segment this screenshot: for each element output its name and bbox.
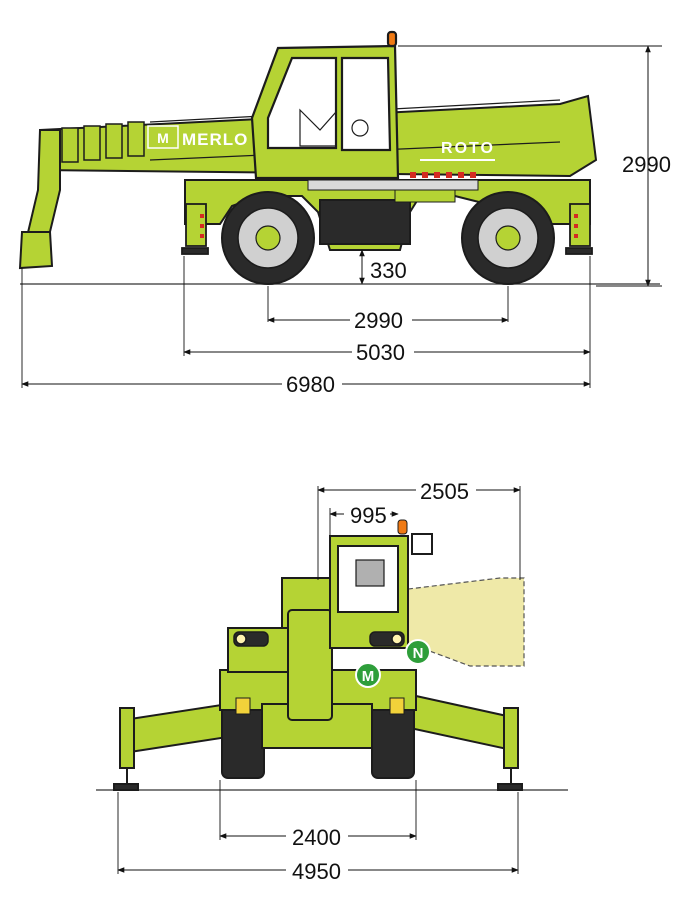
svg-text:M: M [362, 668, 375, 685]
label-bg [350, 308, 412, 330]
height-dimension [398, 45, 662, 287]
svg-text:N: N [413, 645, 424, 662]
clearance-value: 330 [370, 258, 407, 283]
model-label: ROTO [441, 140, 495, 157]
outriggers [181, 203, 593, 255]
label-bg [352, 340, 414, 362]
beacon-icon [386, 30, 398, 48]
headlights [233, 631, 405, 647]
extension-lines [21, 256, 591, 388]
front-wheel [461, 191, 555, 285]
label-bg [282, 372, 342, 394]
height-value: 2990 [622, 152, 671, 177]
ghost-boom [399, 577, 525, 667]
label-bg [286, 858, 348, 882]
label-bg [344, 502, 390, 526]
badge-n: N [405, 639, 431, 665]
right-offset-value: 2505 [420, 479, 469, 504]
stabilizer-length-value: 5030 [356, 340, 405, 365]
overall-length-value: 6980 [286, 372, 335, 397]
front-view: M N 2505 995 2400 4950 [96, 478, 568, 884]
label-bg [416, 478, 476, 502]
stabilizer-width-value: 4950 [292, 859, 341, 884]
cab [250, 30, 400, 180]
boom-logo-plate: M MERLO [147, 125, 248, 149]
rear-wheel [221, 191, 315, 285]
label-bg [286, 824, 348, 848]
brand-logo: MERLO [182, 130, 248, 149]
front-extension-lines [117, 486, 521, 874]
mirror-icon [411, 533, 433, 555]
track-width-value: 2400 [292, 825, 341, 850]
front-body [219, 533, 433, 749]
wheelbase-value: 2990 [354, 308, 403, 333]
side-view: M MERLO ROTO [18, 30, 671, 397]
beacon-front-icon [397, 519, 408, 535]
badge-m: M [355, 662, 381, 688]
svg-text:M: M [157, 130, 169, 146]
cab-offset-value: 995 [350, 503, 387, 528]
